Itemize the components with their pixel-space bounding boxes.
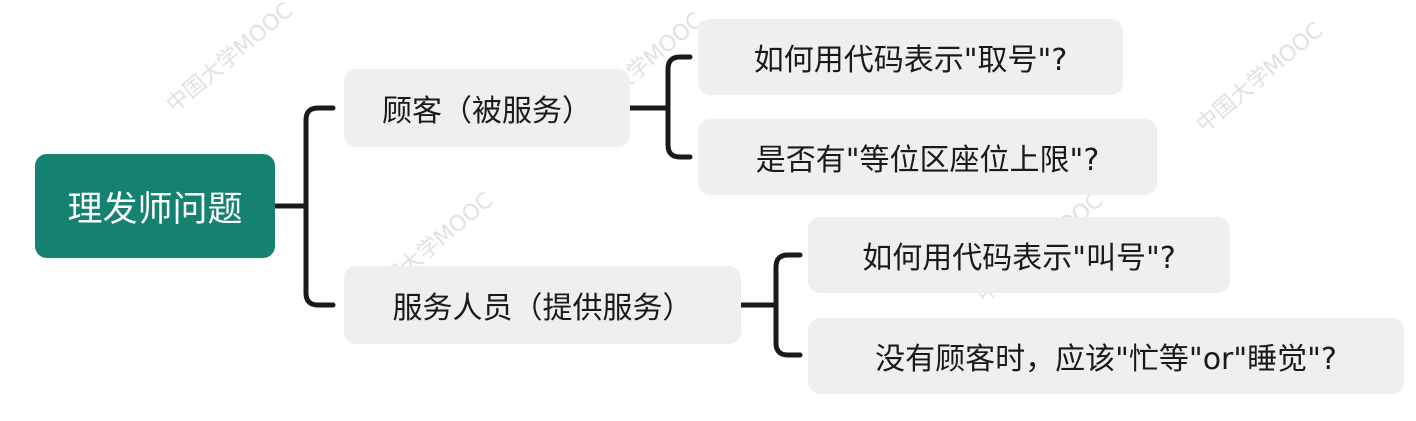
leaf-node[interactable]: 没有顾客时，应该"忙等"or"睡觉"? (808, 318, 1404, 394)
leaf-label: 是否有"等位区座位上限"? (755, 143, 1100, 178)
connector-branch1-bracket (665, 54, 693, 160)
branch-label: 顾客（被服务） (382, 94, 592, 129)
leaf-node[interactable]: 如何用代码表示"取号"? (698, 19, 1123, 95)
root-node[interactable]: 理发师问题 (35, 154, 275, 258)
connector-root-bracket (303, 105, 336, 308)
connector-branch2-bracket (773, 252, 803, 358)
branch-node-customer[interactable]: 顾客（被服务） (344, 69, 630, 147)
leaf-label: 如何用代码表示"取号"? (753, 43, 1068, 78)
leaf-label: 如何用代码表示"叫号"? (862, 241, 1176, 276)
branch-node-staff[interactable]: 服务人员（提供服务） (344, 266, 741, 344)
branch-label: 服务人员（提供服务） (392, 291, 693, 326)
leaf-node[interactable]: 如何用代码表示"叫号"? (808, 217, 1230, 293)
leaf-label: 没有顾客时，应该"忙等"or"睡觉"? (875, 342, 1337, 377)
leaf-node[interactable]: 是否有"等位区座位上限"? (698, 119, 1157, 195)
root-label: 理发师问题 (67, 189, 243, 230)
